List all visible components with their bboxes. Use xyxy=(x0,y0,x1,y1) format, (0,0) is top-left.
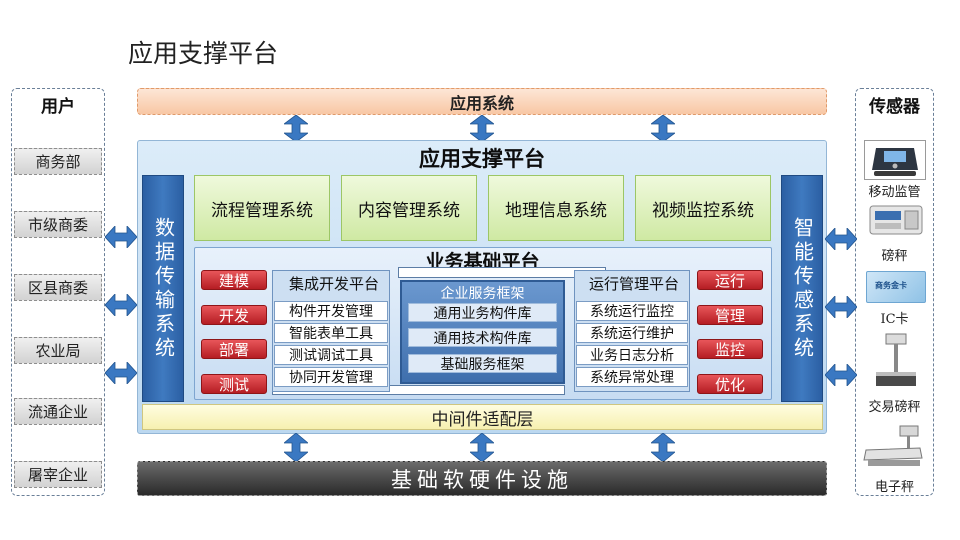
video-monitoring-system[interactable]: 视频监控系统 xyxy=(635,175,771,241)
arrow-sensor-3 xyxy=(825,364,857,386)
operation-item-exception[interactable]: 系统异常处理 xyxy=(576,367,688,387)
ic-card-icon: 商务金卡 xyxy=(866,271,926,303)
integration-item-debug-tool[interactable]: 测试调试工具 xyxy=(274,345,388,365)
operation-item-monitor[interactable]: 系统运行监控 xyxy=(576,301,688,321)
middleware-layer[interactable]: 中间件适配层 xyxy=(142,404,823,430)
service-item-tech-lib[interactable]: 通用技术构件库 xyxy=(408,328,557,347)
arrow-app-to-platform-3 xyxy=(651,115,675,142)
data-transfer-system[interactable]: 数据传输系统 xyxy=(142,175,184,402)
sensor-label-trade-scale: 交易磅秤 xyxy=(868,399,921,415)
weighing-scale-icon xyxy=(869,205,923,235)
user-box-city-commission[interactable]: 市级商委 xyxy=(14,211,102,238)
content-management-system[interactable]: 内容管理系统 xyxy=(341,175,477,241)
trade-scale-icon xyxy=(876,333,916,386)
infrastructure-bar[interactable]: 基础软硬件设施 xyxy=(137,461,827,496)
business-platform-title: 业务基础平台 xyxy=(425,250,540,271)
arrow-user-1 xyxy=(105,226,137,248)
process-management-system[interactable]: 流程管理系统 xyxy=(194,175,330,241)
user-box-agriculture-bureau[interactable]: 农业局 xyxy=(14,337,102,364)
service-item-business-lib[interactable]: 通用业务构件库 xyxy=(408,303,557,322)
operation-platform-title: 运行管理平台 xyxy=(588,274,679,293)
user-box-county-commission[interactable]: 区县商委 xyxy=(14,274,102,301)
platform-title: 应用支撑平台 xyxy=(419,147,545,171)
sensor-label-electronic-scale: 电子秤 xyxy=(874,479,914,495)
arrow-platform-to-infra-1 xyxy=(284,433,308,462)
action-development[interactable]: 开发 xyxy=(201,305,267,325)
sensor-label-scale: 磅秤 xyxy=(881,248,908,264)
operation-item-log-analysis[interactable]: 业务日志分析 xyxy=(576,345,688,365)
user-box-commerce-ministry[interactable]: 商务部 xyxy=(14,148,102,175)
arrow-platform-to-infra-2 xyxy=(470,433,494,462)
user-box-slaughter-enterprise[interactable]: 屠宰企业 xyxy=(14,461,102,488)
arrow-sensor-1 xyxy=(825,228,857,250)
smart-sensing-system[interactable]: 智能传感系统 xyxy=(781,175,823,402)
action-modeling[interactable]: 建模 xyxy=(201,270,267,290)
action-run[interactable]: 运行 xyxy=(697,270,763,290)
arrow-user-3 xyxy=(105,362,137,384)
slide-title: 应用支撑平台 xyxy=(128,39,279,68)
ic-card-text: 商务金卡 xyxy=(875,280,907,290)
arrow-sensor-2 xyxy=(825,296,857,318)
action-optimize[interactable]: 优化 xyxy=(697,374,763,394)
user-box-circulation-enterprise[interactable]: 流通企业 xyxy=(14,398,102,425)
integration-item-component-dev[interactable]: 构件开发管理 xyxy=(274,301,388,321)
arrow-app-to-platform-1 xyxy=(284,115,308,142)
app-system-bar[interactable]: 应用系统 xyxy=(137,88,827,115)
arrow-user-2 xyxy=(105,294,137,316)
service-framework-title: 企业服务框架 xyxy=(440,286,525,302)
geographic-information-system[interactable]: 地理信息系统 xyxy=(488,175,624,241)
sensors-panel-title: 传感器 xyxy=(869,96,920,117)
electronic-scale-icon xyxy=(863,425,923,466)
arrow-app-to-platform-2 xyxy=(470,115,494,142)
operation-item-maintain[interactable]: 系统运行维护 xyxy=(576,323,688,343)
sensor-label-ic-card: IC卡 xyxy=(880,311,909,327)
action-testing[interactable]: 测试 xyxy=(201,374,267,394)
action-manage[interactable]: 管理 xyxy=(697,305,763,325)
integration-item-form-tool[interactable]: 智能表单工具 xyxy=(274,323,388,343)
users-panel-title: 用户 xyxy=(41,96,75,117)
action-deployment[interactable]: 部署 xyxy=(201,339,267,359)
service-item-base-framework[interactable]: 基础服务框架 xyxy=(408,354,557,373)
integration-platform-title: 集成开发平台 xyxy=(288,274,379,293)
arrow-platform-to-infra-3 xyxy=(651,433,675,462)
handheld-terminal-icon xyxy=(864,140,926,180)
integration-item-collab-dev[interactable]: 协同开发管理 xyxy=(274,367,388,387)
sensor-label-mobile-supervision: 移动监管 xyxy=(868,184,921,200)
action-monitor[interactable]: 监控 xyxy=(697,339,763,359)
